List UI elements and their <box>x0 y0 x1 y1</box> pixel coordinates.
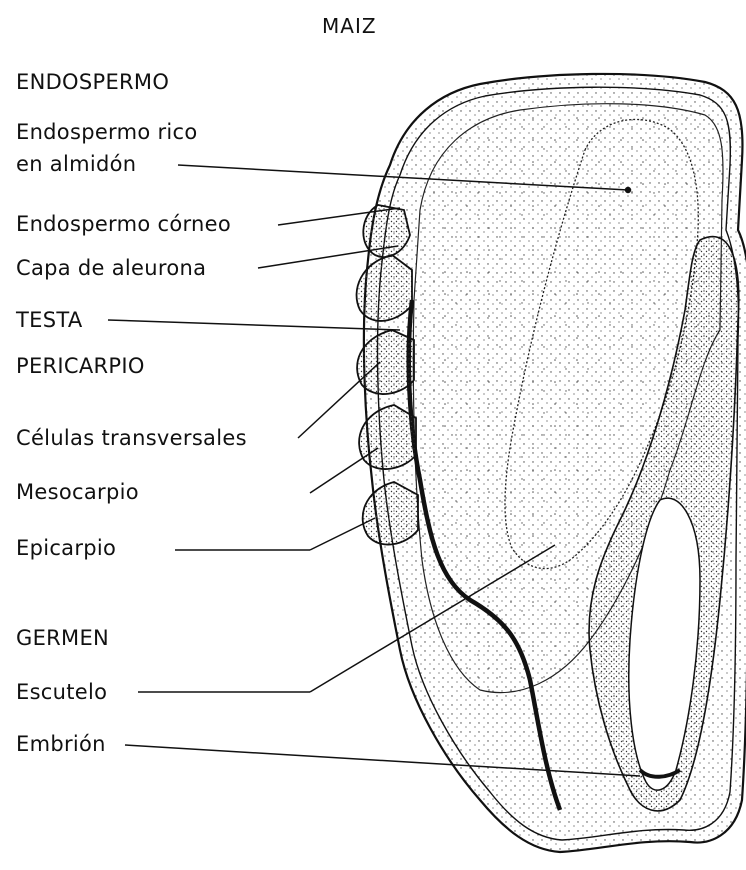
diagram-title: MAIZ <box>322 14 377 38</box>
label-horny-endosperm: Endospermo córneo <box>16 214 231 235</box>
label-epicarp: Epicarpio <box>16 538 116 559</box>
label-starch-endosperm-1: Endospermo rico <box>16 122 198 143</box>
label-scutellum: Escutelo <box>16 682 107 703</box>
section-germ: GERMEN <box>16 628 109 649</box>
label-aleurone: Capa de aleurona <box>16 258 206 279</box>
label-cross-cells: Células transversales <box>16 428 247 449</box>
section-pericarp: PERICARPIO <box>16 356 145 377</box>
label-starch-endosperm-2: en almidón <box>16 154 136 175</box>
label-testa: TESTA <box>16 310 83 331</box>
section-endosperm: ENDOSPERMO <box>16 72 169 93</box>
label-embryo: Embrión <box>16 734 106 755</box>
label-mesocarp: Mesocarpio <box>16 482 139 503</box>
